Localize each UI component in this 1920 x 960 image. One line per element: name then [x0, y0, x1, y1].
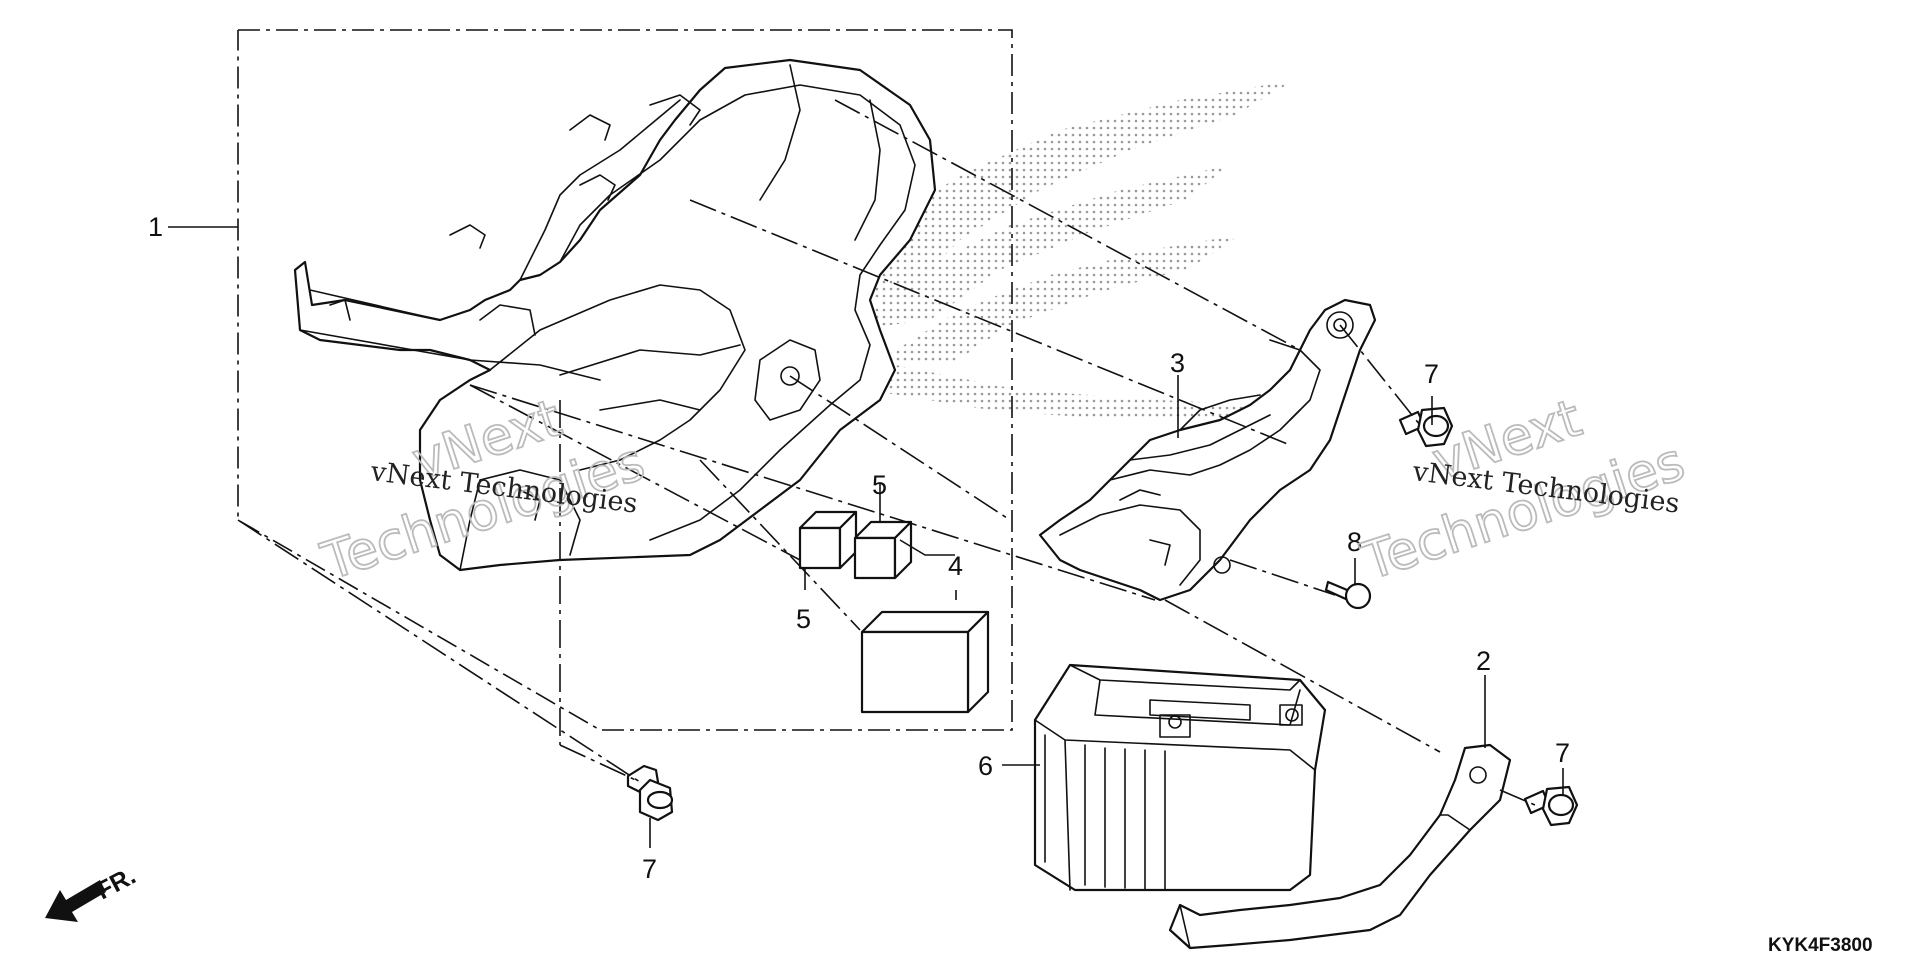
part-3-holder-bracket [1038, 298, 1377, 602]
callout-6: 6 [978, 751, 993, 781]
front-direction-arrow: FR. [45, 862, 140, 922]
part-7-bolt-strap [1523, 785, 1579, 827]
part-5-pad-a [798, 510, 858, 570]
leader-lines [168, 226, 1564, 848]
alignment-lines [237, 99, 1536, 806]
front-arrow-icon [45, 880, 106, 922]
callout-labels: 1 3 7 8 5 4 5 2 6 7 7 [148, 212, 1570, 884]
wing-logo-watermark [830, 80, 1295, 420]
part-5-pad-b [853, 520, 913, 580]
part-8-screw [1324, 580, 1372, 610]
callout-7-strap: 7 [1555, 738, 1570, 768]
assembly-boundary [237, 29, 1013, 731]
callout-5-lower: 5 [796, 604, 811, 634]
callout-7-lower-left: 7 [642, 854, 657, 884]
part-4-pad [860, 610, 990, 714]
part-1-battery-box [293, 58, 937, 572]
part-7-bolt-lower-left [626, 764, 674, 822]
front-marker-label: FR. [92, 862, 141, 906]
callout-3: 3 [1170, 348, 1185, 378]
callout-2: 2 [1476, 646, 1491, 676]
part-6-battery [1033, 663, 1327, 892]
callout-8: 8 [1347, 527, 1362, 557]
callout-5-upper: 5 [872, 470, 887, 500]
callout-7-upper: 7 [1424, 359, 1439, 389]
diagram-code: KYK4F3800 [1768, 935, 1873, 956]
part-2-battery-strap [1168, 743, 1512, 950]
callout-4: 4 [948, 551, 963, 581]
part-7-bolt-upper-right [1398, 406, 1454, 448]
callout-1: 1 [148, 212, 163, 242]
